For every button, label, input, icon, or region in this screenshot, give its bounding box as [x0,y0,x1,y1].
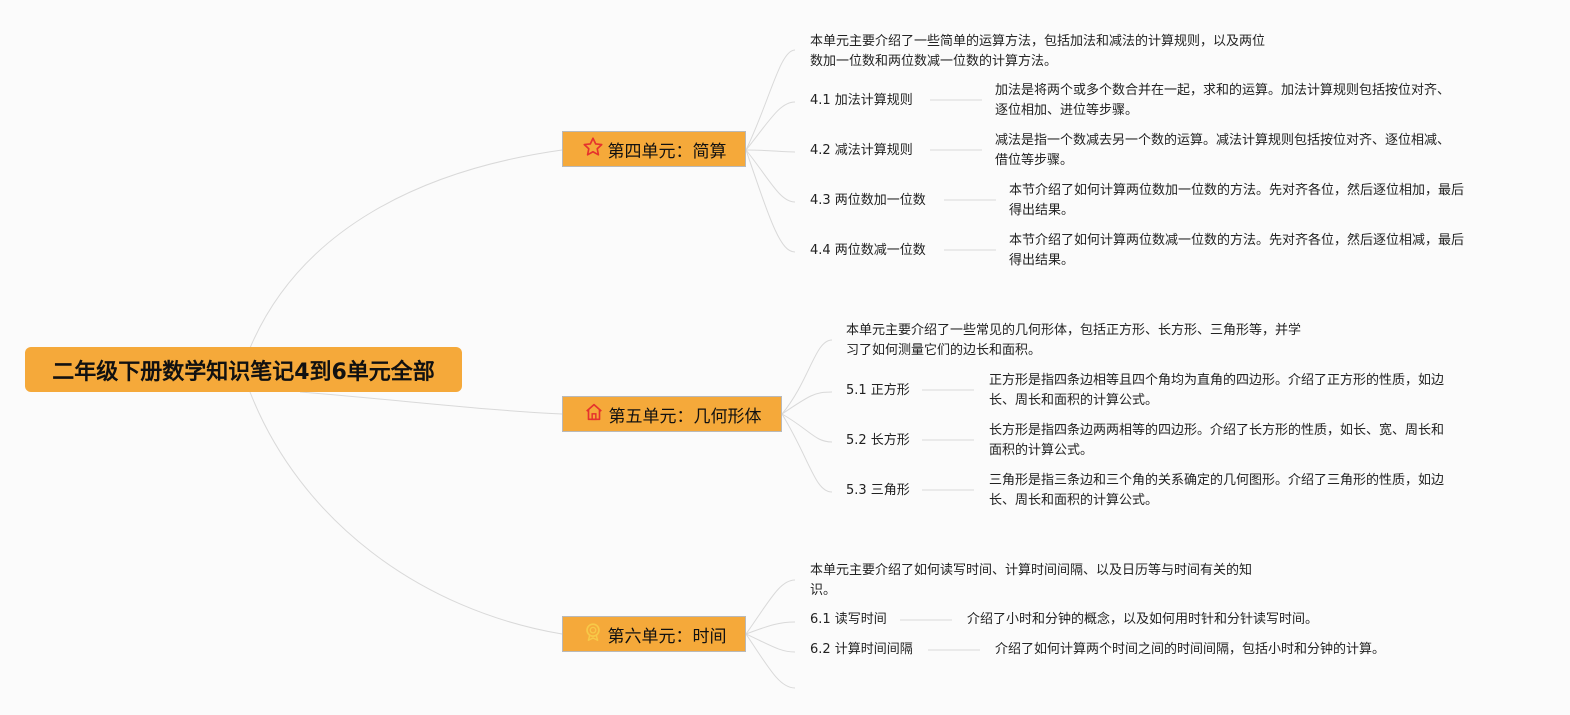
connector [745,149,796,253]
unit5-item-desc: 三角形是指三条边和三个角的关系确定的几何图形。介绍了三角形的性质，如边 长、周长… [989,473,1445,508]
connector [745,633,796,689]
connector [745,633,796,653]
unit4-item-desc: 本节介绍了如何计算两位数减一位数的方法。先对齐各位，然后逐位相减，最后 得出结果… [1009,233,1465,268]
connector [745,579,796,635]
connector [299,391,563,415]
unit4-node[interactable]: 第四单元：简算 [562,131,746,167]
unit4-item-label[interactable]: 4.4 两位数减一位数 [810,243,926,258]
root-node[interactable]: 二年级下册数学知识笔记4到6单元全部 [25,347,462,392]
root-title: 二年级下册数学知识笔记4到6单元全部 [52,359,435,385]
badge-icon [582,621,604,648]
unit5-item-label[interactable]: 5.2 长方形 [846,433,910,448]
star-icon [582,136,604,163]
connector [745,49,796,151]
connector [781,413,833,493]
connector [745,101,796,151]
unit5-item-label[interactable]: 5.3 三角形 [846,483,910,498]
unit4-item-desc: 加法是将两个或多个数合并在一起，求和的运算。加法计算规则包括按位对齐、 逐位相加… [995,83,1451,118]
unit4-item-label[interactable]: 4.2 减法计算规则 [810,143,913,158]
unit6-item-desc: 介绍了如何计算两个时间之间的时间间隔，包括小时和分钟的计算。 [995,642,1386,657]
connector [781,413,833,443]
connector [745,149,796,153]
connector [781,339,833,415]
unit6-node[interactable]: 第六单元：时间 [562,616,746,652]
unit4-item-desc: 减法是指一个数减去另一个数的运算。减法计算规则包括按位对齐、逐位相减、 借位等步… [995,133,1451,168]
unit6-title: 第六单元：时间 [607,626,727,647]
unit4-item-label[interactable]: 4.3 两位数加一位数 [810,193,926,208]
connector [249,391,563,635]
unit4-item-desc: 本节介绍了如何计算两位数加一位数的方法。先对齐各位，然后逐位相加，最后 得出结果… [1009,183,1465,218]
unit4-title: 第四单元：简算 [607,141,727,162]
house-icon [583,401,605,428]
connector [745,149,796,203]
connector [745,621,796,635]
connector [781,391,833,415]
unit6-intro: 本单元主要介绍了如何读写时间、计算时间间隔、以及日历等与时间有关的知 识。 [810,563,1253,598]
unit5-item-desc: 正方形是指四条边相等且四个角均为直角的四边形。介绍了正方形的性质，如边 长、周长… [989,373,1445,408]
unit5-title: 第五单元：几何形体 [608,406,762,427]
unit6-item-label[interactable]: 6.1 读写时间 [810,612,887,627]
unit6-item-desc: 介绍了小时和分钟的概念，以及如何用时针和分针读写时间。 [967,612,1319,627]
unit5-node[interactable]: 第五单元：几何形体 [562,396,782,432]
connector [249,149,563,349]
unit5-item-desc: 长方形是指四条边两两相等的四边形。介绍了长方形的性质，如长、宽、周长和 面积的计… [989,423,1445,458]
unit5-intro: 本单元主要介绍了一些常见的几何形体，包括正方形、长方形、三角形等，并学 习了如何… [846,323,1302,358]
unit4-item-label[interactable]: 4.1 加法计算规则 [810,93,913,108]
unit5-item-label[interactable]: 5.1 正方形 [846,383,910,398]
unit4-intro: 本单元主要介绍了一些简单的运算方法，包括加法和减法的计算规则，以及两位 数加一位… [810,34,1266,69]
unit6-item-label[interactable]: 6.2 计算时间间隔 [810,642,913,657]
